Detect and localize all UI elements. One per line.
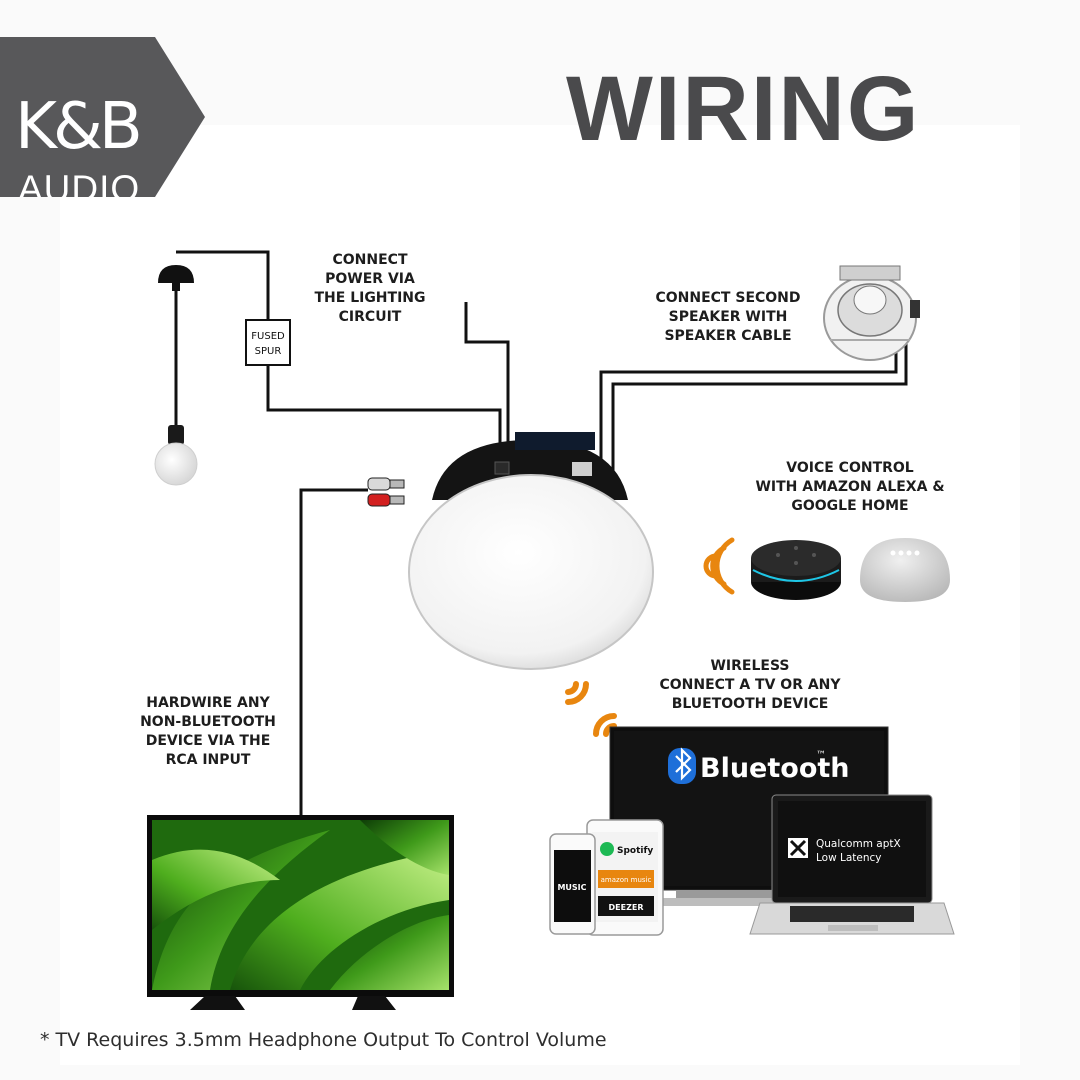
phone: MUSIC [549,833,596,935]
google-home-icon [860,538,950,602]
power-label: CONNECT POWER VIA THE LIGHTING CIRCUIT [314,252,426,325]
logo-subtext: AUDIO [18,168,141,209]
logo-text: K&B [15,90,143,164]
bluetooth-icon [668,747,696,784]
footnote: * TV Requires 3.5mm Headphone Output To … [40,1029,607,1051]
fused-spur-line2: SPUR [255,346,282,357]
fused-spur-box: FUSED SPUR [245,319,291,366]
light-bulb-icon [154,425,198,486]
wireless-signal-icon [565,681,617,737]
rca-plug-icon [367,477,405,507]
page-title: WIRING [566,58,921,160]
voice-control-label: VOICE CONTROL WITH AMAZON ALEXA & GOOGLE… [755,460,945,514]
tablet: Spotify amazon music DEEZER [586,819,664,936]
fused-spur-line1: FUSED [251,331,285,342]
main-tv [147,815,454,1010]
deezer-label: DEEZER [609,903,644,912]
power-wires [174,250,510,450]
bluetooth-wordmark: Bluetooth [700,753,850,784]
rca-cable [299,488,368,815]
wireless-label: WIRELESS CONNECT A TV OR ANY BLUETOOTH D… [659,658,841,712]
main-speaker-icon [408,432,654,670]
wifi-signal-icon [703,537,735,595]
aptx-sub-label: Low Latency [816,852,882,864]
hardwire-label: HARDWIRE ANY NON-BLUETOOTH DEVICE VIA TH… [140,695,276,768]
echo-dot-icon [751,540,841,600]
amazon-music-label: amazon music [601,876,652,884]
brand-logo: K&B AUDIO [0,37,205,197]
speaker-cable [599,340,908,478]
second-speaker-icon [823,265,920,361]
laptop: Qualcomm aptX Low Latency [749,794,955,935]
bluetooth-trademark: ™ [816,750,826,761]
apple-music-label: MUSIC [557,883,586,892]
second-speaker-label: CONNECT SECOND SPEAKER WITH SPEAKER CABL… [655,290,801,344]
aptx-label: Qualcomm aptX [816,838,901,850]
aptx-icon [788,838,808,858]
spotify-label: Spotify [617,846,653,856]
ceiling-rose-icon [158,265,194,291]
